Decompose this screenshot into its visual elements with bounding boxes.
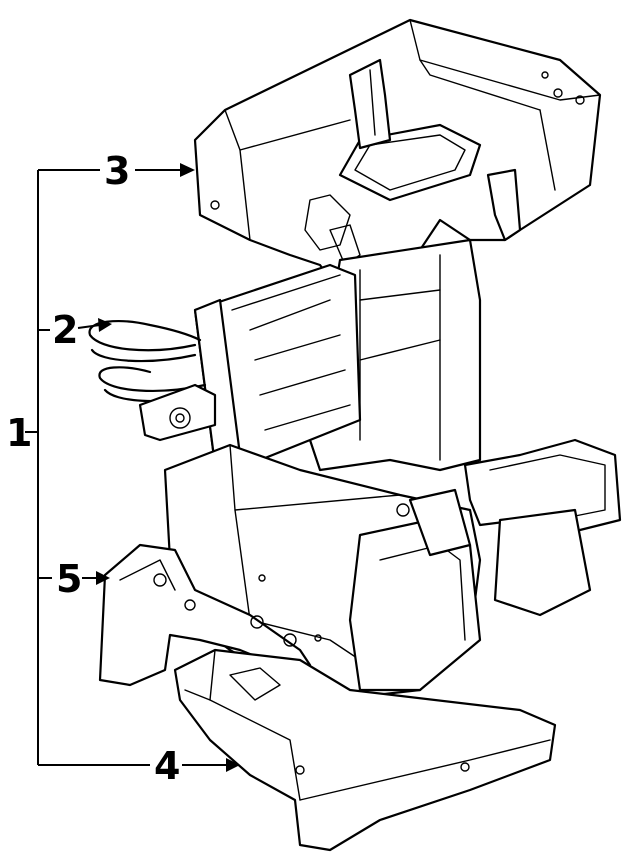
callout-2: 2 xyxy=(52,308,78,352)
callout-1: 1 xyxy=(6,411,32,455)
heater-core-part xyxy=(88,263,362,472)
callout-4: 4 xyxy=(154,744,180,788)
callout-5: 5 xyxy=(56,557,82,601)
leader-lines xyxy=(25,163,240,772)
callout-3: 3 xyxy=(104,149,130,193)
side-bracket-part xyxy=(98,543,312,687)
upper-housing-part xyxy=(193,18,602,292)
drain-pan-part xyxy=(173,648,557,852)
